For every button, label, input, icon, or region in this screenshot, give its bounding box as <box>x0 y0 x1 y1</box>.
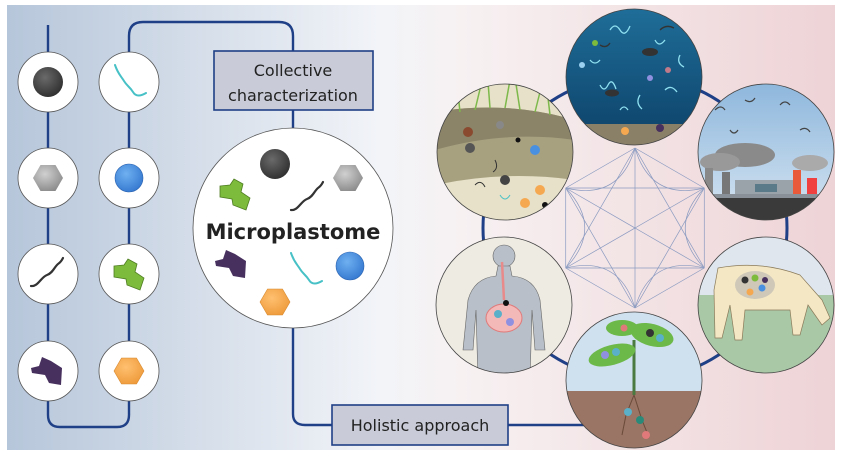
scene-plant-border <box>565 311 703 449</box>
collective-line2: characterization <box>228 86 358 105</box>
particle-orange-hexagon <box>98 340 160 402</box>
network-link <box>634 147 705 189</box>
network-arc <box>685 187 705 269</box>
network-arc <box>565 187 585 269</box>
particle-cyan-fiber <box>98 51 160 113</box>
scene-human-border <box>435 236 573 374</box>
scene-soil-border <box>436 83 574 221</box>
collective-characterization-box: Collective characterization <box>213 50 374 111</box>
scene-ocean <box>566 9 702 145</box>
particle-gray-hexagon <box>17 147 79 209</box>
network-link <box>565 147 636 189</box>
holistic-label: Holistic approach <box>351 416 490 435</box>
network-arc <box>565 265 636 309</box>
scene-industry-border <box>697 83 835 221</box>
network-arc <box>634 265 705 309</box>
interconnection-network <box>565 147 705 309</box>
particle-column-right <box>98 51 160 402</box>
particle-black-sphere <box>17 51 79 113</box>
network-link <box>634 267 705 309</box>
scene-human <box>436 237 572 373</box>
particle-green-fragment <box>98 243 160 305</box>
particle-column-left <box>17 51 79 402</box>
particle-blue-sphere <box>98 147 160 209</box>
scene-soil <box>437 84 573 220</box>
network-link <box>565 267 636 309</box>
scene-cow-border <box>697 236 835 374</box>
network-link <box>565 187 705 269</box>
particle-black-fiber <box>17 243 79 305</box>
holistic-approach-box: Holistic approach <box>331 404 509 446</box>
scene-plant <box>566 312 702 448</box>
scene-ocean-border <box>565 8 703 146</box>
microplastome-label: Microplastome <box>206 220 381 244</box>
microplastome-circle: Microplastome <box>192 127 394 329</box>
particle-purple-fragment <box>17 340 79 402</box>
network-link <box>565 187 636 309</box>
network-arc <box>634 147 705 191</box>
holistic-link <box>291 326 332 427</box>
network-arc <box>565 147 636 191</box>
collective-line1: Collective <box>254 61 333 80</box>
particle-chain-line <box>46 20 295 429</box>
